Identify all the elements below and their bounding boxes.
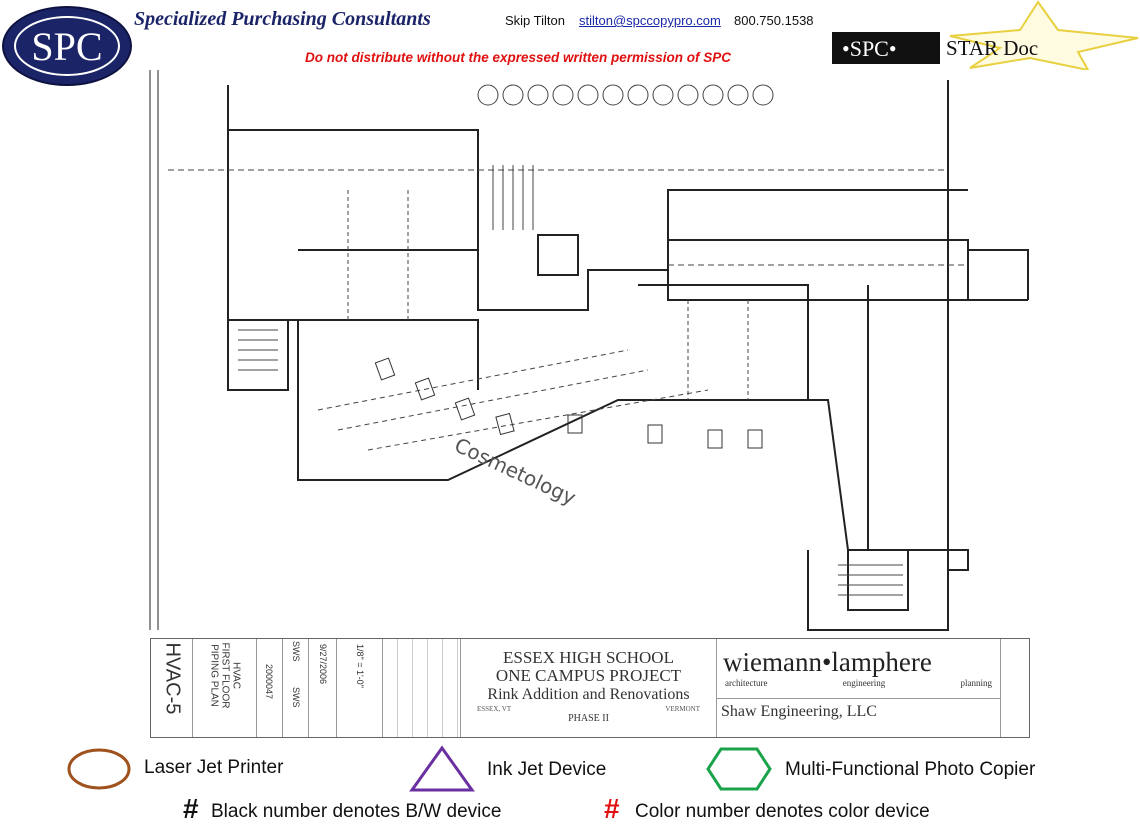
sheet-title-line: FIRST FLOOR <box>219 642 231 709</box>
star-logo-left: •SPC• <box>842 36 897 61</box>
drawing-date: 9/27/2006 <box>318 644 328 685</box>
star-doc-logo: •SPC• STAR Doc <box>832 0 1139 70</box>
laser-printer-circle-icon <box>67 748 131 790</box>
star-logo-right: STAR Doc <box>946 36 1038 60</box>
contact-email-link[interactable]: stilton@spccopypro.com <box>579 13 721 28</box>
revision-grid <box>383 639 461 737</box>
sheet-title-cell: HVAC FIRST FLOOR PIPING PLAN <box>193 639 257 737</box>
spc-logo: SPC <box>2 6 132 86</box>
color-symbol: # <box>604 793 620 824</box>
legend-laser-label: Laser Jet Printer <box>144 757 284 778</box>
contact-name: Skip Tilton <box>505 13 565 28</box>
architect-name: wiemann•lamphere <box>723 647 932 677</box>
distribution-notice: Do not distribute without the expressed … <box>305 50 732 65</box>
project-number: 2000047 <box>264 664 274 700</box>
sheet-number-cell: HVAC-5 <box>151 639 193 737</box>
architect-service: engineering <box>842 678 886 688</box>
copier-hexagon-icon <box>706 747 772 791</box>
legend-inkjet-label: Ink Jet Device <box>487 759 607 780</box>
checked-by: SWS <box>291 687 301 708</box>
cosmetology-annotation: Cosmetology <box>451 433 580 510</box>
color-label: Color number denotes color device <box>635 801 930 822</box>
project-state: VERMONT <box>665 705 700 713</box>
company-name: Specialized Purchasing Consultants <box>134 8 431 30</box>
project-line1: ESSEX HIGH SCHOOL <box>503 648 674 667</box>
contact-phone: 800.750.1538 <box>734 13 814 28</box>
spc-logo-text: SPC <box>14 16 120 76</box>
engineer-name: Shaw Engineering, LLC <box>721 703 877 720</box>
sheet-number: HVAC-5 <box>161 642 184 715</box>
architect-service: architecture <box>725 678 768 688</box>
floor-plan-drawing: Cosmetology <box>149 70 1029 631</box>
project-phase: PHASE II <box>568 713 609 724</box>
sheet-title-line: HVAC <box>230 661 242 690</box>
project-line2: ONE CAMPUS PROJECT <box>495 666 682 685</box>
drawn-by: SWS <box>291 641 301 662</box>
bw-symbol: # <box>183 793 199 824</box>
architect-service: planning <box>960 678 992 688</box>
drawing-scale: 1/8" = 1'-0" <box>355 644 365 688</box>
title-block: HVAC-5 HVAC FIRST FLOOR PIPING PLAN 2000… <box>150 638 1030 738</box>
project-line3: Rink Addition and Renovations <box>487 686 690 703</box>
sheet-title-line: PIPING PLAN <box>208 644 220 707</box>
legend-copier-label: Multi-Functional Photo Copier <box>785 759 1036 780</box>
bw-label: Black number denotes B/W device <box>211 801 502 822</box>
project-city: ESSEX, VT <box>477 705 512 713</box>
inkjet-triangle-icon <box>409 745 475 792</box>
